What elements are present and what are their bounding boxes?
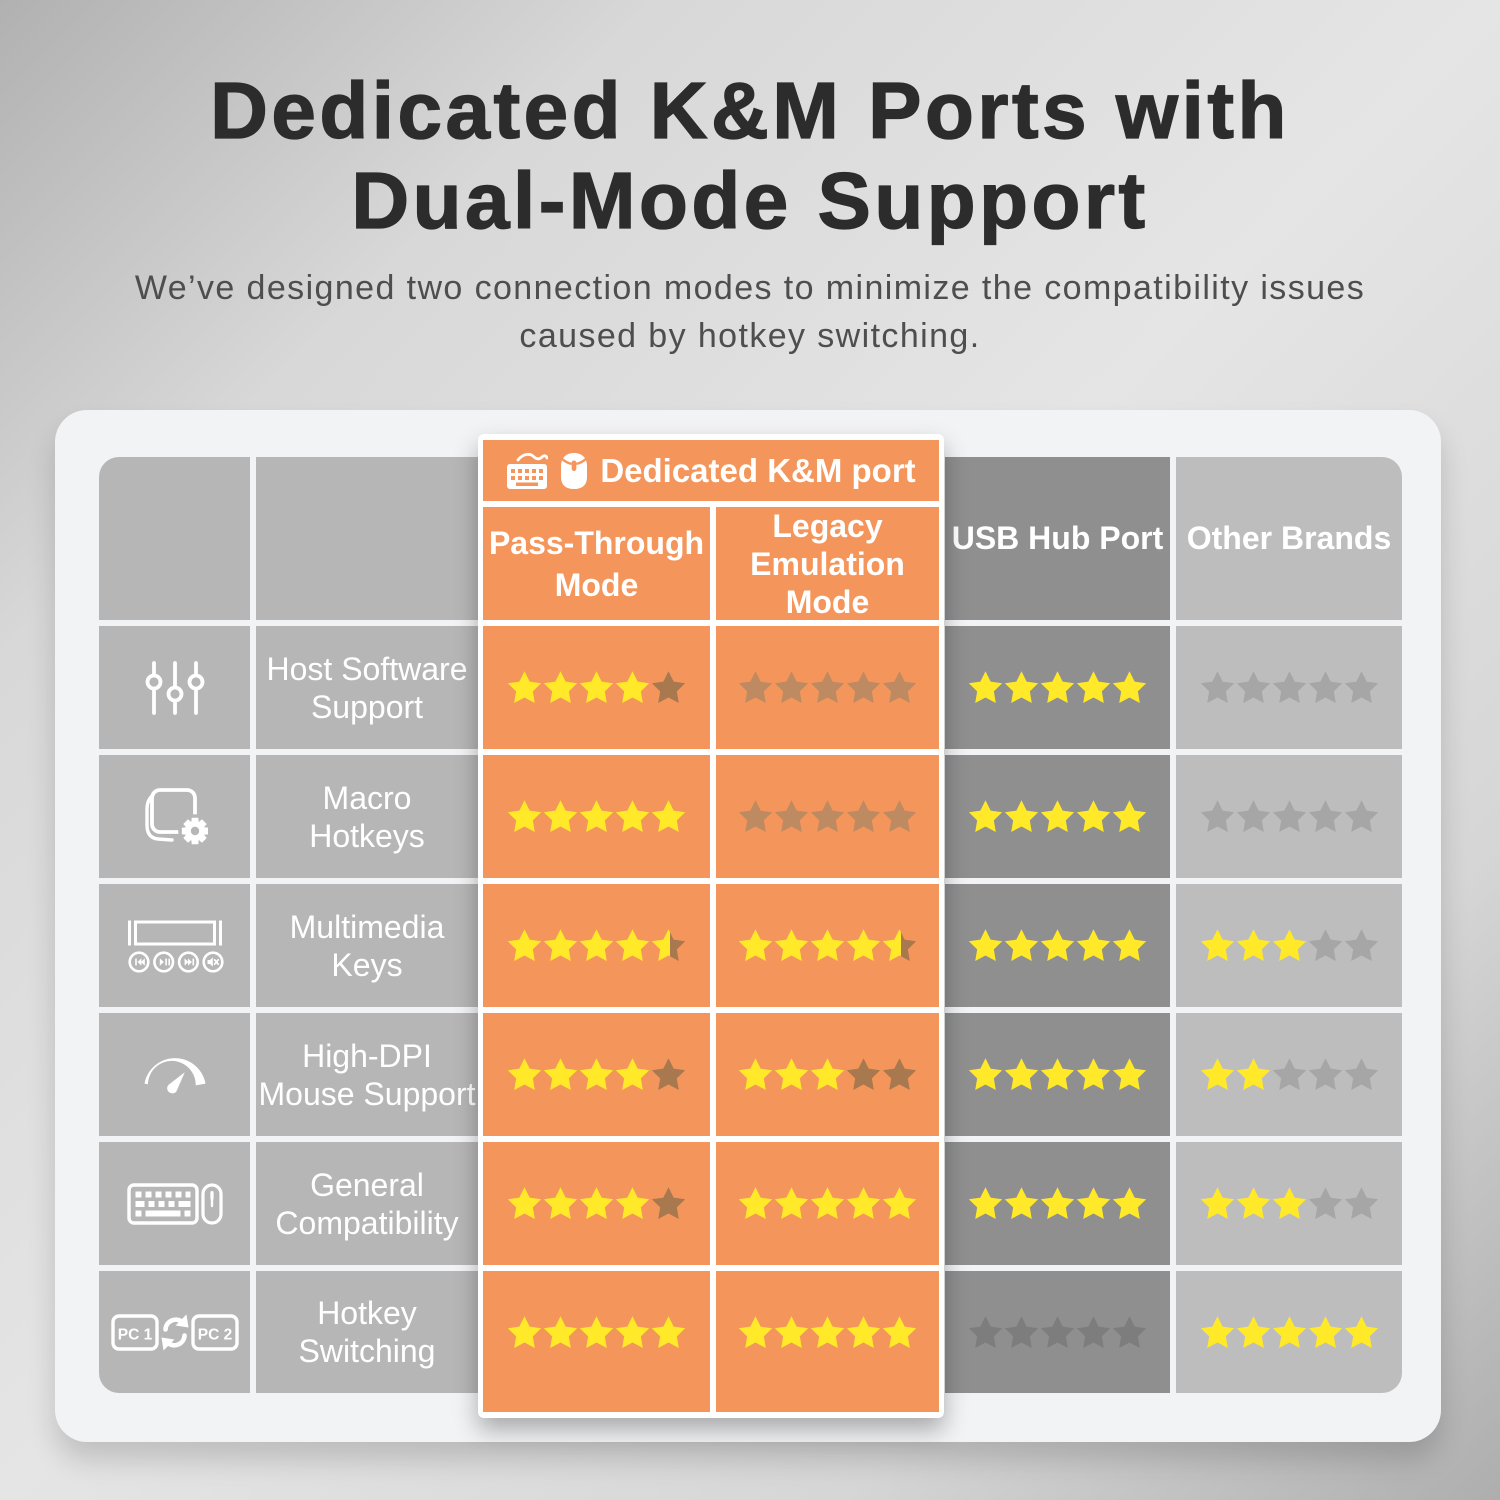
svg-text:PC 1: PC 1 [117,1327,152,1344]
svg-text:PC 2: PC 2 [197,1327,231,1344]
